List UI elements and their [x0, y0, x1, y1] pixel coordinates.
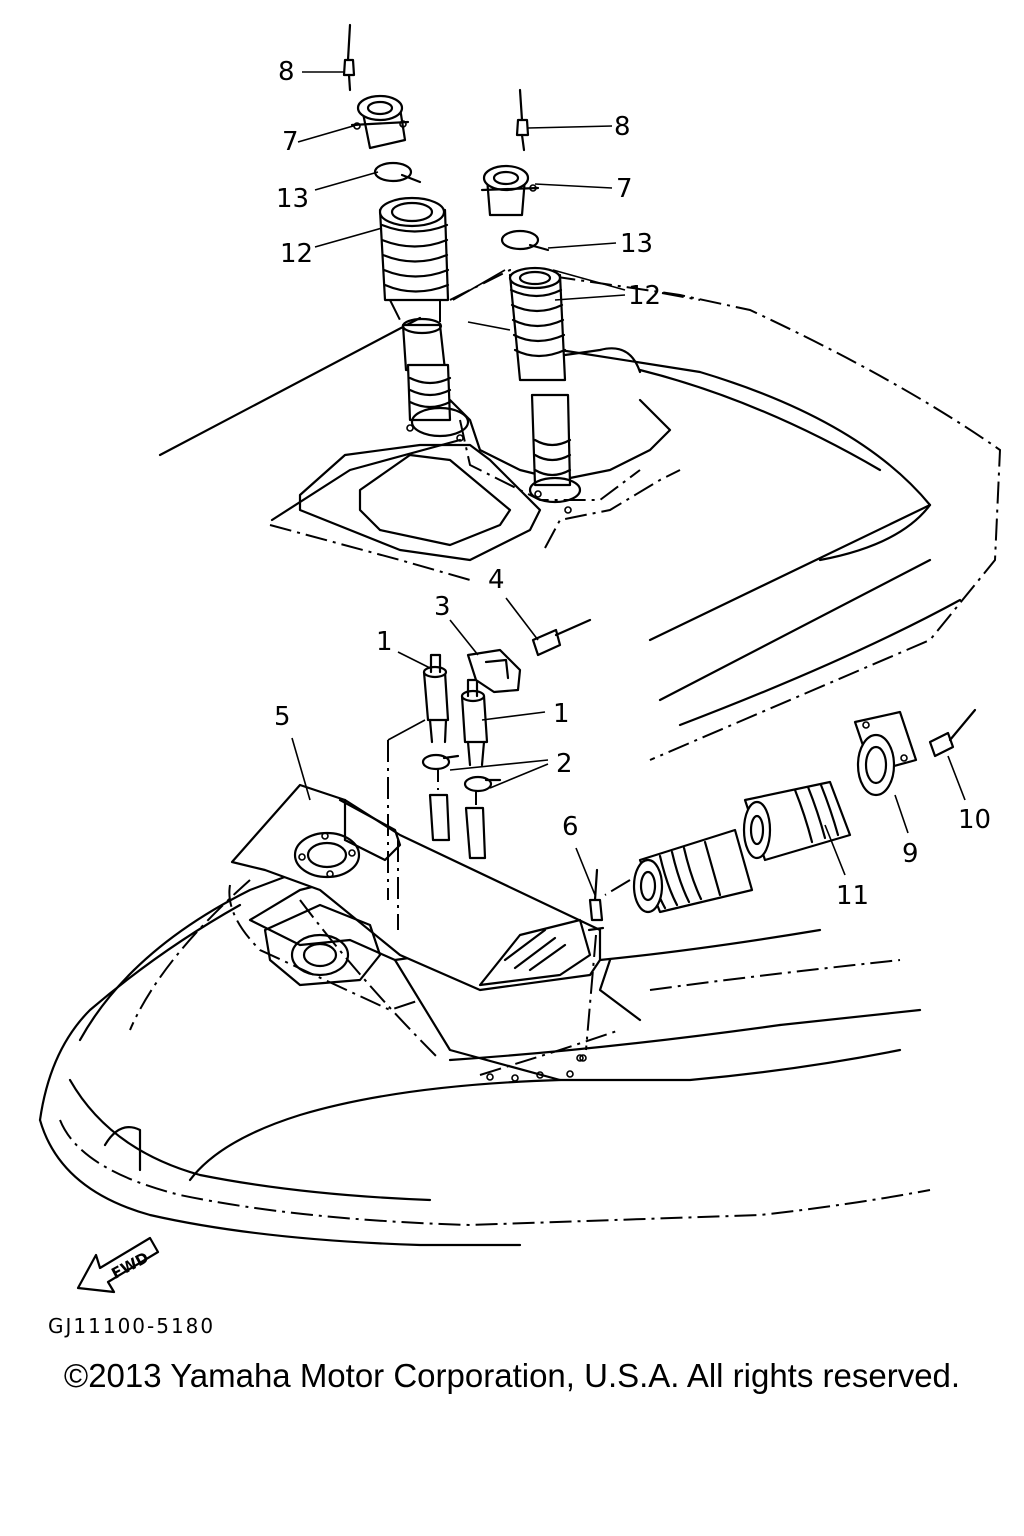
right-hose-clamp — [500, 229, 550, 252]
duct-flange — [853, 710, 918, 797]
clip-rivet — [531, 618, 592, 657]
callout-labels: 8 8 7 7 13 13 12 12 4 3 1 1 5 2 6 10 9 1… — [274, 57, 991, 911]
callout-7-right: 7 — [616, 174, 633, 204]
callout-12-right: 12 — [628, 281, 661, 311]
left-hose-clamp — [373, 161, 422, 184]
callout-12-left: 12 — [280, 239, 313, 269]
callout-8-left: 8 — [278, 57, 295, 87]
left-vent-cap — [350, 94, 410, 150]
forward-arrow: FWD — [76, 1236, 160, 1294]
callout-10: 10 — [958, 805, 991, 835]
right-rivet-top — [515, 88, 530, 152]
flange-rivet — [928, 708, 977, 758]
callout-13-right: 13 — [620, 229, 653, 259]
parts-diagram: 8 8 7 7 13 13 12 12 4 3 1 1 5 2 6 10 9 1… — [38, 23, 1002, 1294]
leader-lines — [291, 71, 966, 930]
front-bellows — [604, 780, 852, 914]
callout-3: 3 — [434, 592, 451, 622]
callout-1-upper: 1 — [376, 627, 393, 657]
hull-outline — [38, 268, 1002, 1247]
callout-13-left: 13 — [276, 184, 309, 214]
callout-11: 11 — [836, 881, 869, 911]
right-bellows-duct — [508, 266, 582, 514]
panel-rivet — [579, 868, 605, 1062]
left-rivet-top — [342, 23, 356, 92]
callout-4: 4 — [488, 565, 505, 595]
callout-9: 9 — [902, 839, 919, 869]
callout-6: 6 — [562, 812, 579, 842]
callout-8-right: 8 — [614, 112, 631, 142]
callout-7-left: 7 — [282, 127, 299, 157]
callout-2: 2 — [556, 749, 573, 779]
callout-5: 5 — [274, 702, 291, 732]
right-vent-cap — [480, 164, 540, 217]
small-hose-clamps — [421, 753, 502, 793]
bow-panel — [230, 783, 602, 992]
copyright-notice: ©2013 Yamaha Motor Corporation, U.S.A. A… — [63, 1357, 961, 1394]
retaining-clip — [466, 648, 522, 694]
callout-1-lower: 1 — [553, 699, 570, 729]
diagram-code: GJ11100-5180 — [48, 1314, 216, 1338]
pipe-fittings — [422, 653, 489, 860]
left-bellows-duct — [378, 196, 470, 442]
